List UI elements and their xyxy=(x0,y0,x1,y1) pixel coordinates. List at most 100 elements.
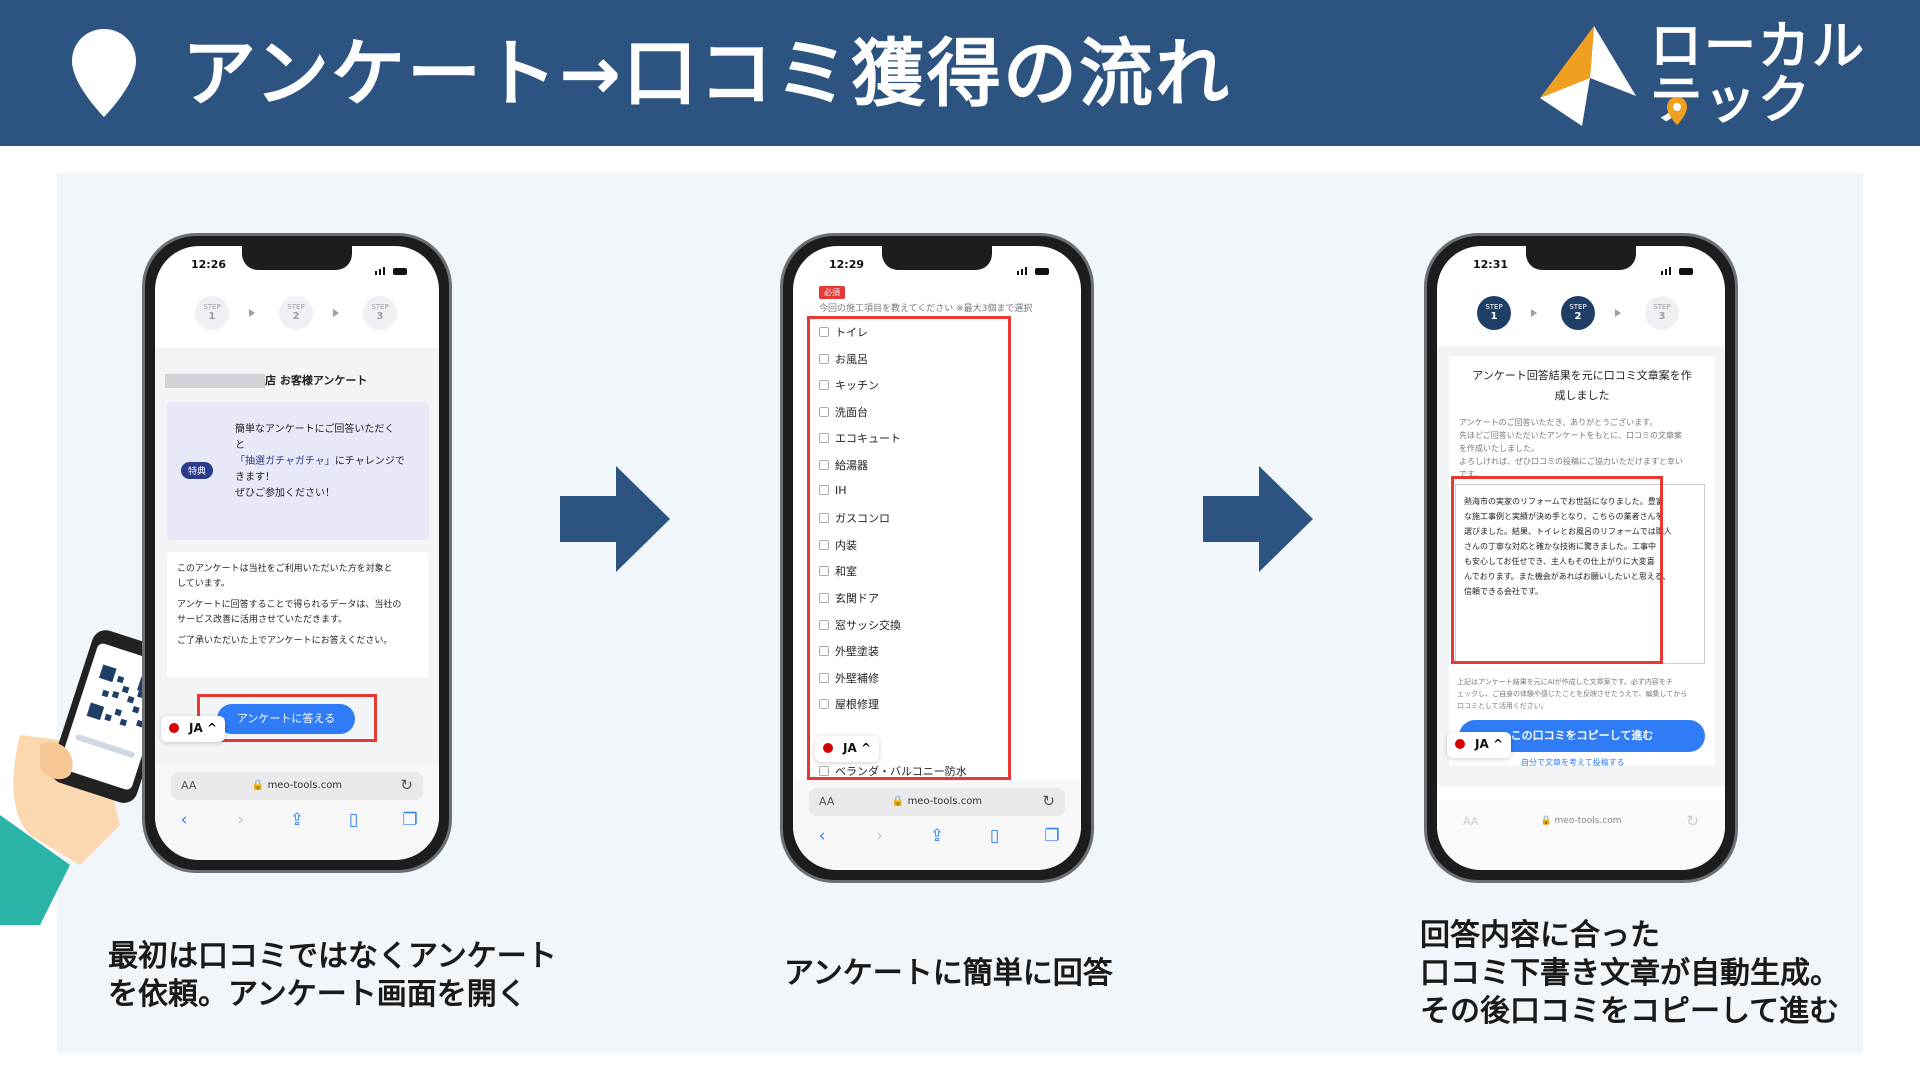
forward-icon[interactable]: › xyxy=(237,810,244,830)
url-text: 🔒 meo-tools.com xyxy=(251,780,343,791)
address-bar[interactable]: AA 🔒 meo-tools.com ↻ xyxy=(809,788,1065,816)
option-checkbox[interactable]: お風呂 xyxy=(819,351,868,367)
checkbox-icon xyxy=(819,593,829,603)
back-icon[interactable]: ‹ xyxy=(180,810,188,830)
caption-step1: 最初は口コミではなくアンケート を依頼。アンケート画面を開く xyxy=(108,938,557,1014)
reader-aa-button[interactable]: AA xyxy=(819,795,835,808)
url-text: 🔒 meo-tools.com xyxy=(1540,816,1622,826)
option-checkbox[interactable]: 玄関ドア xyxy=(819,590,879,606)
option-label: 和室 xyxy=(835,565,857,579)
option-checkbox[interactable]: 和室 xyxy=(819,563,857,579)
promo-line: ぜひご参加ください！ xyxy=(235,488,335,499)
phone-screen: 12:29 必須 今回の施工項目を教えてください ※最大3個まで選択 トイレお風… xyxy=(793,246,1081,870)
draft-intro: アンケートのご回答いただき、ありがとうございます。 先ほどご回答いただいたアンケ… xyxy=(1459,416,1683,481)
language-selector[interactable]: JA ^ xyxy=(815,736,879,762)
back-icon[interactable]: ‹ xyxy=(818,826,826,846)
answer-survey-button[interactable]: アンケートに答える xyxy=(217,704,355,734)
option-label: 内装 xyxy=(835,538,857,552)
write-own-link[interactable]: 自分で文章を考えて投稿する xyxy=(1521,758,1625,767)
tabs-icon[interactable]: ❐ xyxy=(1044,826,1060,846)
flow-arrow-icon xyxy=(1203,466,1313,572)
review-line: 信頼できる会社です。 xyxy=(1464,587,1544,596)
option-checkbox[interactable]: エコキュート xyxy=(819,430,901,446)
japan-flag-icon xyxy=(823,743,833,753)
draft-heading: アンケート回答結果を元に口コミ文章案を作 成しました xyxy=(1449,366,1715,406)
checkbox-icon xyxy=(819,619,829,630)
step-chevron-icon xyxy=(1531,309,1537,317)
promo-line: 簡単なアンケートにご回答いただく xyxy=(235,424,395,435)
option-label: 給湯器 xyxy=(835,459,868,472)
option-checkbox[interactable]: 内装 xyxy=(819,537,857,553)
reload-icon[interactable]: ↻ xyxy=(400,776,413,794)
note-line: ェックし、ご自身の体験や感じたことを反映させたうえで、編集してから xyxy=(1457,690,1688,698)
info-card: このアンケートは当社をご利用いただいた方を対象と しています。 アンケートに回答… xyxy=(167,552,429,678)
checkbox-icon xyxy=(819,672,829,683)
share-icon[interactable]: ⇪ xyxy=(929,826,945,846)
address-bar[interactable]: AA 🔒 meo-tools.com ↻ xyxy=(171,772,423,800)
checkbox-icon xyxy=(819,484,829,495)
option-checkbox[interactable]: 給湯器 xyxy=(819,457,868,473)
question-text: 今回の施工項目を教えてください ※最大3個まで選択 xyxy=(819,304,1033,314)
bookmarks-icon[interactable]: ▯ xyxy=(348,810,359,830)
highlight-options xyxy=(807,316,1011,780)
browser-nav: ‹ › ⇪ ▯ ❐ xyxy=(807,826,1067,850)
status-time: 12:29 xyxy=(829,258,865,271)
language-selector[interactable]: JA ^ xyxy=(161,716,225,742)
option-checkbox[interactable]: 外壁補修 xyxy=(819,670,879,686)
option-checkbox[interactable]: 洗面台 xyxy=(819,404,868,420)
regenerate-link[interactable]: もう一度作成する xyxy=(1537,738,1601,747)
step-chevron-icon xyxy=(333,309,339,317)
info-line: このアンケートは当社をご利用いただいた方を対象と xyxy=(177,564,393,574)
logo-text-line1: ローカル xyxy=(1650,17,1867,77)
option-checkbox[interactable]: トイレ xyxy=(819,324,868,340)
reader-aa-button[interactable]: AA xyxy=(181,779,197,792)
step-chevron-icon xyxy=(249,309,255,317)
promo-text: 簡単なアンケートにご回答いただく と 「抽選ガチャガチャ」にチャレンジで きます… xyxy=(235,422,405,502)
phone-notch xyxy=(1526,246,1636,270)
status-icons xyxy=(1661,260,1695,275)
option-label: ガスコンロ xyxy=(835,512,890,526)
caption-line: 口コミ下書き文章が自動生成。 xyxy=(1420,956,1840,991)
checkbox-icon xyxy=(819,433,829,444)
review-line: も安心してお任せでき、主人もその仕上がりに大変喜 xyxy=(1464,557,1655,566)
bookmarks-icon[interactable]: ▯ xyxy=(989,826,1000,846)
highlight-review-draft xyxy=(1451,476,1663,664)
status-icons xyxy=(1017,260,1051,275)
address-bar[interactable]: AA 🔒 meo-tools.com ↻ xyxy=(1453,808,1709,836)
caption-line: を依頼。アンケート画面を開く xyxy=(108,977,527,1012)
checkbox-icon xyxy=(819,513,829,524)
logo-pin-icon xyxy=(1667,97,1687,125)
language-selector[interactable]: JA ^ xyxy=(1447,732,1511,758)
option-label: トイレ xyxy=(835,326,868,339)
option-checkbox[interactable]: 外壁塗装 xyxy=(819,643,879,659)
option-checkbox[interactable]: キッチン xyxy=(819,377,879,393)
url-value: meo-tools.com xyxy=(1554,816,1622,826)
option-label: キッチン xyxy=(835,379,879,393)
url-text: 🔒 meo-tools.com xyxy=(891,796,983,807)
share-icon[interactable]: ⇪ xyxy=(289,810,305,830)
reload-icon[interactable]: ↻ xyxy=(1042,792,1055,810)
gacha-link[interactable]: 「抽選ガチャガチャ」 xyxy=(235,456,335,467)
option-checkbox[interactable]: ガスコンロ xyxy=(819,510,890,526)
status-icons xyxy=(375,260,409,275)
intro-line: よろしければ、ぜひ口コミの投稿にご協力いただけますと幸い xyxy=(1459,457,1683,466)
checkbox-icon xyxy=(819,327,829,337)
browser-nav: ‹ › ⇪ ▯ ❐ xyxy=(169,810,425,834)
ai-note: 上記はアンケート結果を元にAIが作成した文章案です。必ず内容をチ ェックし、ご自… xyxy=(1457,676,1687,712)
language-label: JA xyxy=(843,741,857,755)
phone-notch xyxy=(882,246,992,270)
note-line: 口コミとして活用ください。 xyxy=(1457,702,1548,710)
option-checkbox[interactable]: IH xyxy=(819,484,847,497)
reader-aa-button[interactable]: AA xyxy=(1463,815,1479,828)
option-checkbox[interactable]: 屋根修理 xyxy=(819,696,879,712)
header-bar: アンケート→口コミ獲得の流れ ローカル テック xyxy=(0,0,1920,146)
option-checkbox[interactable]: ベランダ・バルコニー防水 xyxy=(819,763,967,779)
promo-line: と xyxy=(235,440,245,451)
option-checkbox[interactable]: 窓サッシ交換 xyxy=(819,617,901,633)
tabs-icon[interactable]: ❐ xyxy=(402,810,418,830)
reload-icon[interactable]: ↻ xyxy=(1686,812,1699,830)
forward-icon[interactable]: › xyxy=(876,826,883,846)
